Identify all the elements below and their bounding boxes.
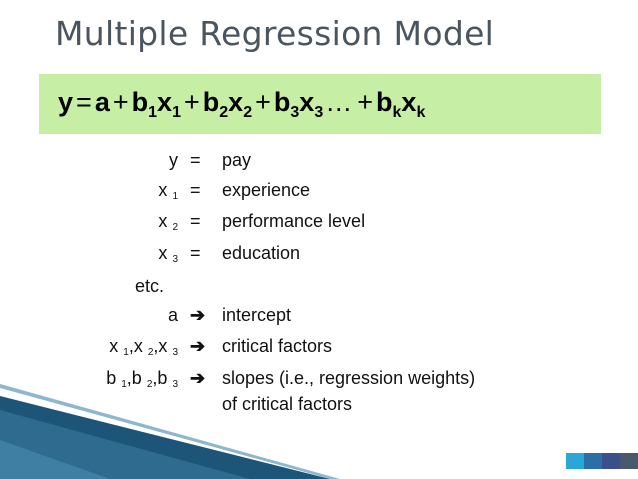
definition-text: education	[222, 243, 301, 263]
regression-equation: y=a+b1x1+b2x2+b3x3…+bkxk	[58, 87, 426, 121]
equals-sign: =	[190, 180, 201, 200]
definition-row: x 1 = experience	[0, 180, 638, 204]
definition-row: y = pay	[0, 150, 638, 174]
definition-text: performance level	[222, 211, 366, 231]
color-square	[620, 453, 638, 469]
definition-text: experience	[222, 180, 311, 200]
corner-color-squares	[566, 453, 638, 469]
arrow-row: x 1,x 2,x 3 ➔ critical factors	[0, 336, 638, 360]
variable-label: x 3	[158, 243, 178, 265]
equals-sign: =	[190, 243, 201, 263]
color-square	[602, 453, 620, 469]
arrow-right-icon: ➔	[190, 368, 206, 388]
slopes-symbols: b 1,b 2,b 3	[106, 368, 178, 390]
variable-label: x 2	[158, 211, 178, 233]
variable-label: x 1	[158, 180, 178, 202]
definition-row: x 2 = performance level	[0, 211, 638, 235]
color-square	[566, 453, 584, 469]
color-square	[584, 453, 602, 469]
arrow-row-text-line2: of critical factors	[222, 394, 353, 414]
variable-label: y	[169, 150, 178, 170]
intercept-symbol: a	[167, 305, 178, 325]
arrow-row: a ➔ intercept	[0, 305, 638, 329]
definition-text: pay	[222, 150, 252, 170]
equation-box: y=a+b1x1+b2x2+b3x3…+bkxk	[39, 74, 601, 134]
slide-title: Multiple Regression Model	[55, 14, 495, 53]
arrow-row-continuation: of critical factors	[0, 394, 638, 418]
etc-row: etc.	[0, 276, 638, 300]
arrow-row-text: intercept	[222, 305, 292, 325]
arrow-row-text: critical factors	[222, 336, 333, 356]
arrow-right-icon: ➔	[190, 305, 206, 325]
definition-row: x 3 = education	[0, 243, 638, 267]
etc-label: etc.	[134, 276, 164, 296]
arrow-row: b 1,b 2,b 3 ➔ slopes (i.e., regression w…	[0, 368, 638, 392]
equals-sign: =	[190, 150, 201, 170]
arrow-right-icon: ➔	[190, 336, 206, 356]
arrow-row-text: slopes (i.e., regression weights)	[222, 368, 476, 388]
equals-sign: =	[190, 211, 201, 231]
critical-factors-symbols: x 1,x 2,x 3	[109, 336, 178, 358]
